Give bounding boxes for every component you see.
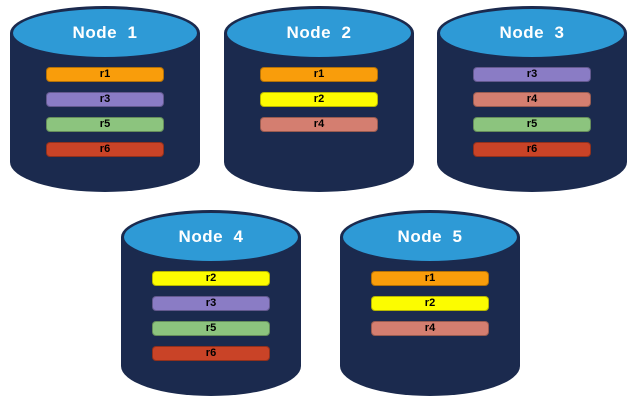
replica-bar: r2 — [260, 92, 378, 107]
node-1-cylinder: Node 1 r1 r3 r5 r6 — [10, 6, 200, 192]
replica-bar: r6 — [46, 142, 164, 157]
node-label: Node 3 — [499, 23, 565, 42]
cylinder-top: Node 3 — [437, 6, 627, 60]
cylinder-top: Node 4 — [121, 210, 301, 264]
replica-bar: r5 — [152, 321, 270, 336]
replica-bar: r2 — [371, 296, 489, 311]
replica-bar: r6 — [152, 346, 270, 361]
node-label: Node 5 — [397, 227, 463, 246]
node-4-cylinder: Node 4 r2 r3 r5 r6 — [121, 210, 301, 396]
replica-bar: r3 — [152, 296, 270, 311]
node-2-cylinder: Node 2 r1 r2 r4 — [224, 6, 414, 192]
node-3-cylinder: Node 3 r3 r4 r5 r6 — [437, 6, 627, 192]
node-label: Node 4 — [178, 227, 244, 246]
node-label: Node 2 — [286, 23, 352, 42]
replica-bar: r3 — [46, 92, 164, 107]
replica-bar: r4 — [473, 92, 591, 107]
replica-bar: r6 — [473, 142, 591, 157]
node-5-cylinder: Node 5 r1 r2 r4 — [340, 210, 520, 396]
replica-list: r1 r3 r5 r6 — [10, 67, 200, 157]
replica-list: r1 r2 r4 — [340, 271, 520, 336]
replica-bar: r4 — [260, 117, 378, 132]
replica-bar: r1 — [260, 67, 378, 82]
replica-bar: r3 — [473, 67, 591, 82]
replica-bar: r2 — [152, 271, 270, 286]
replica-list: r2 r3 r5 r6 — [121, 271, 301, 361]
replica-bar: r5 — [46, 117, 164, 132]
cylinder-top: Node 5 — [340, 210, 520, 264]
cylinder-top: Node 2 — [224, 6, 414, 60]
replica-bar: r5 — [473, 117, 591, 132]
replica-list: r3 r4 r5 r6 — [437, 67, 627, 157]
replica-bar: r1 — [46, 67, 164, 82]
node-label: Node 1 — [72, 23, 138, 42]
replica-list: r1 r2 r4 — [224, 67, 414, 132]
replica-bar: r1 — [371, 271, 489, 286]
cylinder-top: Node 1 — [10, 6, 200, 60]
replica-bar: r4 — [371, 321, 489, 336]
